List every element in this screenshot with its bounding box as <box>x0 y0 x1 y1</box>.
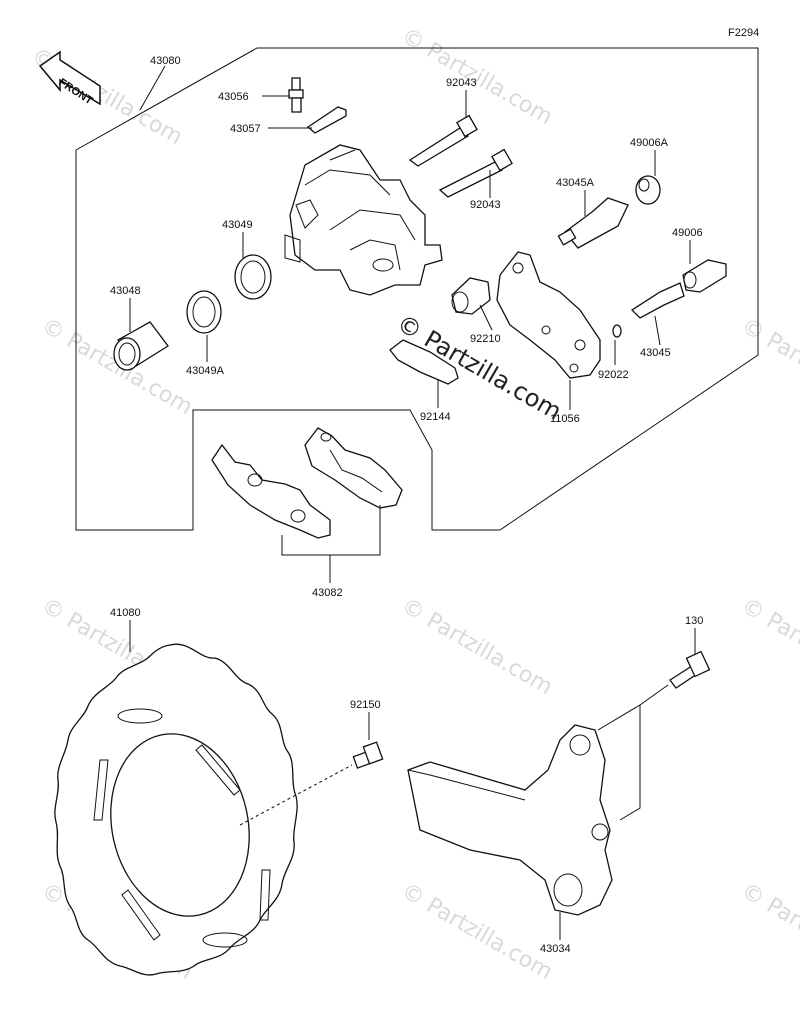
dust-boot-49006a <box>635 175 661 205</box>
caliper-pin-lower <box>438 148 513 198</box>
watermark: © Partzilla.com <box>397 24 557 131</box>
part-label: 43082 <box>312 587 343 599</box>
bracket-bolt <box>669 650 711 689</box>
part-label: 92022 <box>598 369 629 381</box>
part-label: 92043 <box>446 77 477 89</box>
part-label: 43048 <box>110 285 141 297</box>
slide-pin-43045a <box>557 197 629 249</box>
watermark: © Partzilla.com <box>737 594 800 701</box>
watermark: © Partzilla.com <box>737 314 800 421</box>
brake-disc <box>54 643 298 976</box>
part-labels: 43080 43056 43057 92043 92043 49006A 430… <box>110 55 703 955</box>
piston-43048 <box>113 321 169 371</box>
watermark: © Partzilla.com <box>37 314 197 421</box>
part-label: 43049 <box>222 219 253 231</box>
part-label: 43056 <box>218 91 249 103</box>
part-label: 43045 <box>640 347 671 359</box>
figure-code: F2294 <box>728 27 759 39</box>
part-label: 49006A <box>630 137 669 149</box>
part-label: 49006 <box>672 227 703 239</box>
part-label: 43034 <box>540 943 571 955</box>
part-label: 92150 <box>350 699 381 711</box>
part-label: 92144 <box>420 411 451 423</box>
caliper-mount-bracket <box>407 724 613 916</box>
circlip <box>612 324 622 338</box>
sleeve-92210 <box>451 277 491 315</box>
pad-spring <box>389 339 459 385</box>
slide-pin-43045 <box>630 282 685 319</box>
watermark: © Partzilla.com <box>397 594 557 701</box>
piston-seal-43049 <box>234 254 272 300</box>
brake-pads <box>211 427 403 539</box>
bleed-valve-cap <box>306 106 347 134</box>
caliper-bracket <box>496 251 601 379</box>
bleed-valve <box>288 77 304 113</box>
part-label: 92210 <box>470 333 501 345</box>
dust-boot-49006 <box>682 259 727 293</box>
part-label: 43045A <box>556 177 595 189</box>
part-label: 130 <box>685 615 703 627</box>
part-label: 11056 <box>550 413 580 425</box>
caliper-pin-upper <box>408 114 478 167</box>
part-label: 41080 <box>110 607 141 619</box>
caliper-assembly-outline <box>75 47 759 531</box>
caliper-body <box>284 144 443 296</box>
part-label: 43049A <box>186 365 225 377</box>
dust-seal-43049a <box>186 290 222 334</box>
part-label: 43057 <box>230 123 261 135</box>
part-label: 92043 <box>470 199 501 211</box>
watermark: © Partzilla.com <box>737 879 800 986</box>
leader-lines <box>129 65 696 940</box>
part-label: 43080 <box>150 55 181 67</box>
watermark: © Partzilla.com <box>397 879 557 986</box>
disc-bolt <box>352 741 384 769</box>
